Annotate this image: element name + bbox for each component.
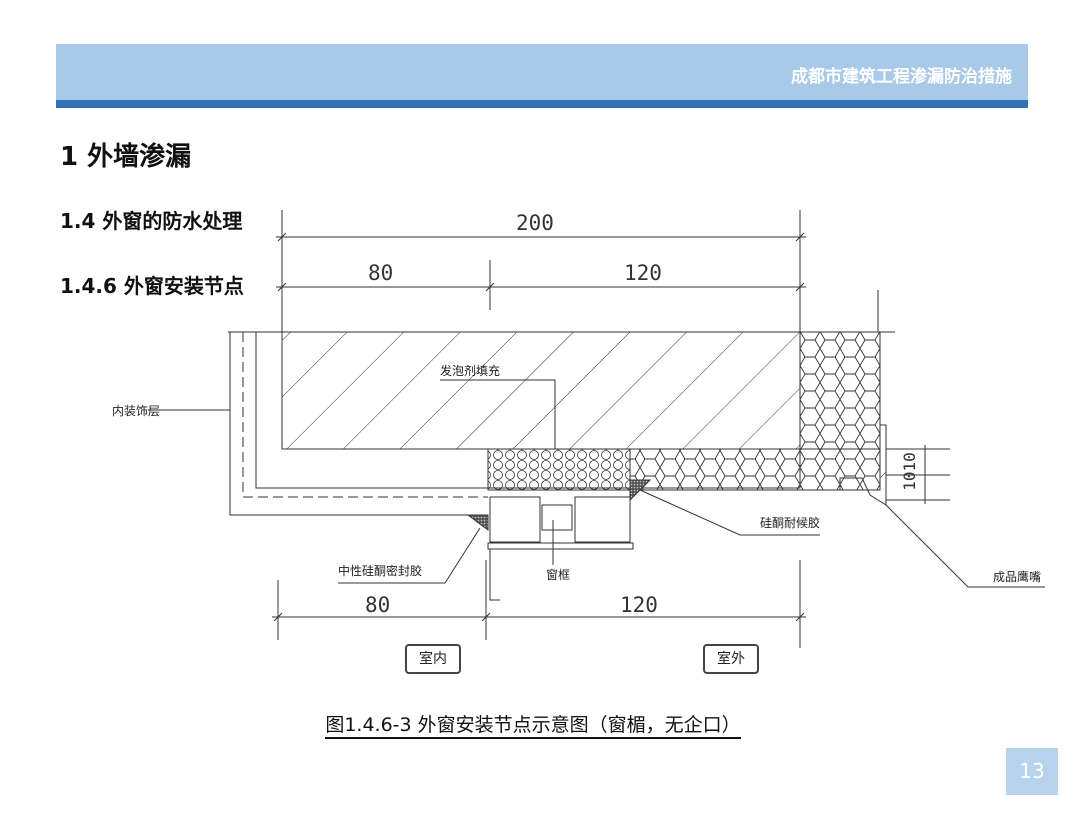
subheading-1: 1.4 外窗的防水处理 bbox=[60, 209, 243, 233]
dim-side: 1010 bbox=[899, 452, 919, 491]
label-foam-fill: 发泡剂填充 bbox=[440, 364, 501, 378]
header-accent-bar bbox=[56, 100, 1028, 108]
label-neutral-sealant: 中性硅酮密封胶 bbox=[338, 564, 423, 578]
label-weather-sealant: 硅酮耐候胶 bbox=[760, 516, 821, 530]
label-drip: 成品鹰嘴 bbox=[993, 570, 1042, 584]
dim-bottom-right: 120 bbox=[620, 593, 658, 617]
subheading-2: 1.4.6 外窗安装节点 bbox=[60, 274, 244, 298]
label-window-frame: 窗框 bbox=[546, 568, 571, 582]
page-number: 13 bbox=[1006, 748, 1058, 795]
caption-text: 图1.4.6-3 外窗安装节点示意图（窗楣，无企口） bbox=[325, 714, 741, 739]
section-heading: 1 外墙渗漏 bbox=[60, 142, 192, 172]
outdoor-tag: 室外 bbox=[703, 644, 759, 674]
label-interior-finish: 内装饰层 bbox=[112, 404, 161, 418]
indoor-tag: 室内 bbox=[405, 644, 461, 674]
dim-top-left: 80 bbox=[368, 261, 394, 285]
dim-top-total: 200 bbox=[516, 211, 554, 235]
dim-top-right: 120 bbox=[624, 261, 662, 285]
dim-bottom-left: 80 bbox=[365, 593, 391, 617]
header-band bbox=[56, 44, 1028, 100]
figure-caption: 图1.4.6-3 外窗安装节点示意图（窗楣，无企口） bbox=[0, 710, 1066, 739]
header-title: 成都市建筑工程渗漏防治措施 bbox=[791, 67, 1012, 87]
